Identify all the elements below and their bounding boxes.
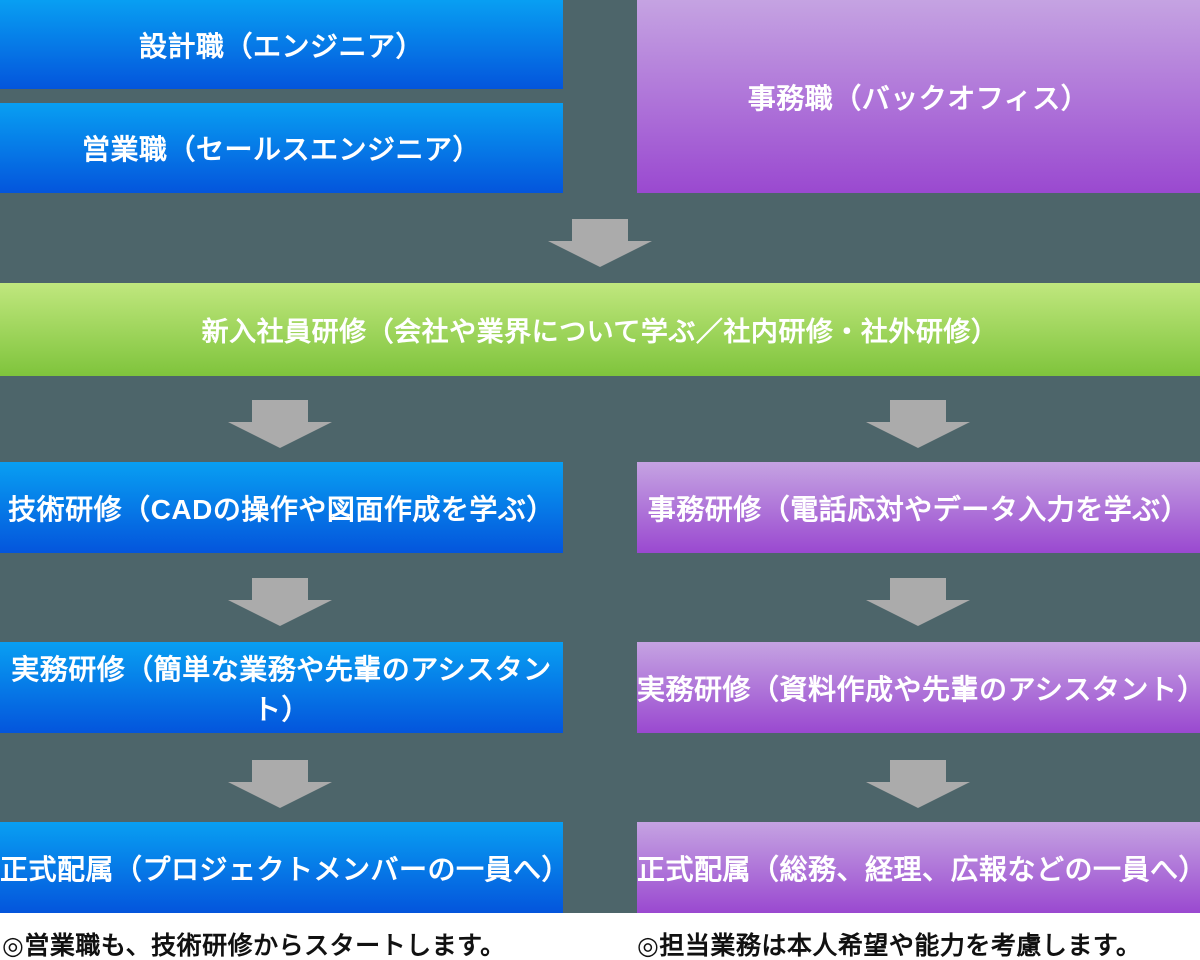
down-arrow-icon <box>866 578 970 626</box>
down-arrow-icon <box>228 760 332 808</box>
box-official-assignment-right-label: 正式配属（総務、経理、広報などの一員へ） <box>637 853 1200 885</box>
box-design-engineer: 設計職（エンジニア） <box>0 0 563 89</box>
box-practical-training-left: 実務研修（簡単な業務や先輩のアシスタント） <box>0 642 563 733</box>
box-new-employee-training-label: 新入社員研修（会社や業界について学ぶ／社内研修・社外研修） <box>201 317 999 347</box>
box-official-assignment-left-label: 正式配属（プロジェクトメンバーの一員へ） <box>0 853 571 885</box>
box-practical-training-right-label: 実務研修（資料作成や先輩のアシスタント） <box>637 673 1200 705</box>
box-back-office-label: 事務職（バックオフィス） <box>747 82 1090 114</box>
box-sales-engineer: 営業職（セールスエンジニア） <box>0 103 563 193</box>
box-sales-engineer-label: 営業職（セールスエンジニア） <box>81 134 481 165</box>
box-technical-training: 技術研修（CADの操作や図面作成を学ぶ） <box>0 462 563 553</box>
box-official-assignment-left: 正式配属（プロジェクトメンバーの一員へ） <box>0 822 571 913</box>
box-new-employee-training: 新入社員研修（会社や業界について学ぶ／社内研修・社外研修） <box>0 283 1200 376</box>
down-arrow-icon <box>866 400 970 448</box>
box-back-office: 事務職（バックオフィス） <box>637 0 1200 193</box>
box-technical-training-label: 技術研修（CADの操作や図面作成を学ぶ） <box>8 493 555 525</box>
down-arrow-icon <box>228 400 332 448</box>
down-arrow-icon <box>866 760 970 808</box>
box-official-assignment-right: 正式配属（総務、経理、広報などの一員へ） <box>637 822 1200 913</box>
box-practical-training-left-label: 実務研修（簡単な業務や先輩のアシスタント） <box>11 653 552 725</box>
box-clerical-training-label: 事務研修（電話応対やデータ入力を学ぶ） <box>647 493 1190 525</box>
box-design-engineer-label: 設計職（エンジニア） <box>138 30 424 62</box>
note-left: ◎営業職も、技術研修からスタートします。 <box>2 932 506 960</box>
note-right: ◎担当業務は本人希望や能力を考慮します。 <box>637 932 1142 960</box>
down-arrow-icon <box>548 219 652 267</box>
box-practical-training-right: 実務研修（資料作成や先輩のアシスタント） <box>637 642 1200 733</box>
box-clerical-training: 事務研修（電話応対やデータ入力を学ぶ） <box>637 462 1200 553</box>
down-arrow-icon <box>228 578 332 626</box>
